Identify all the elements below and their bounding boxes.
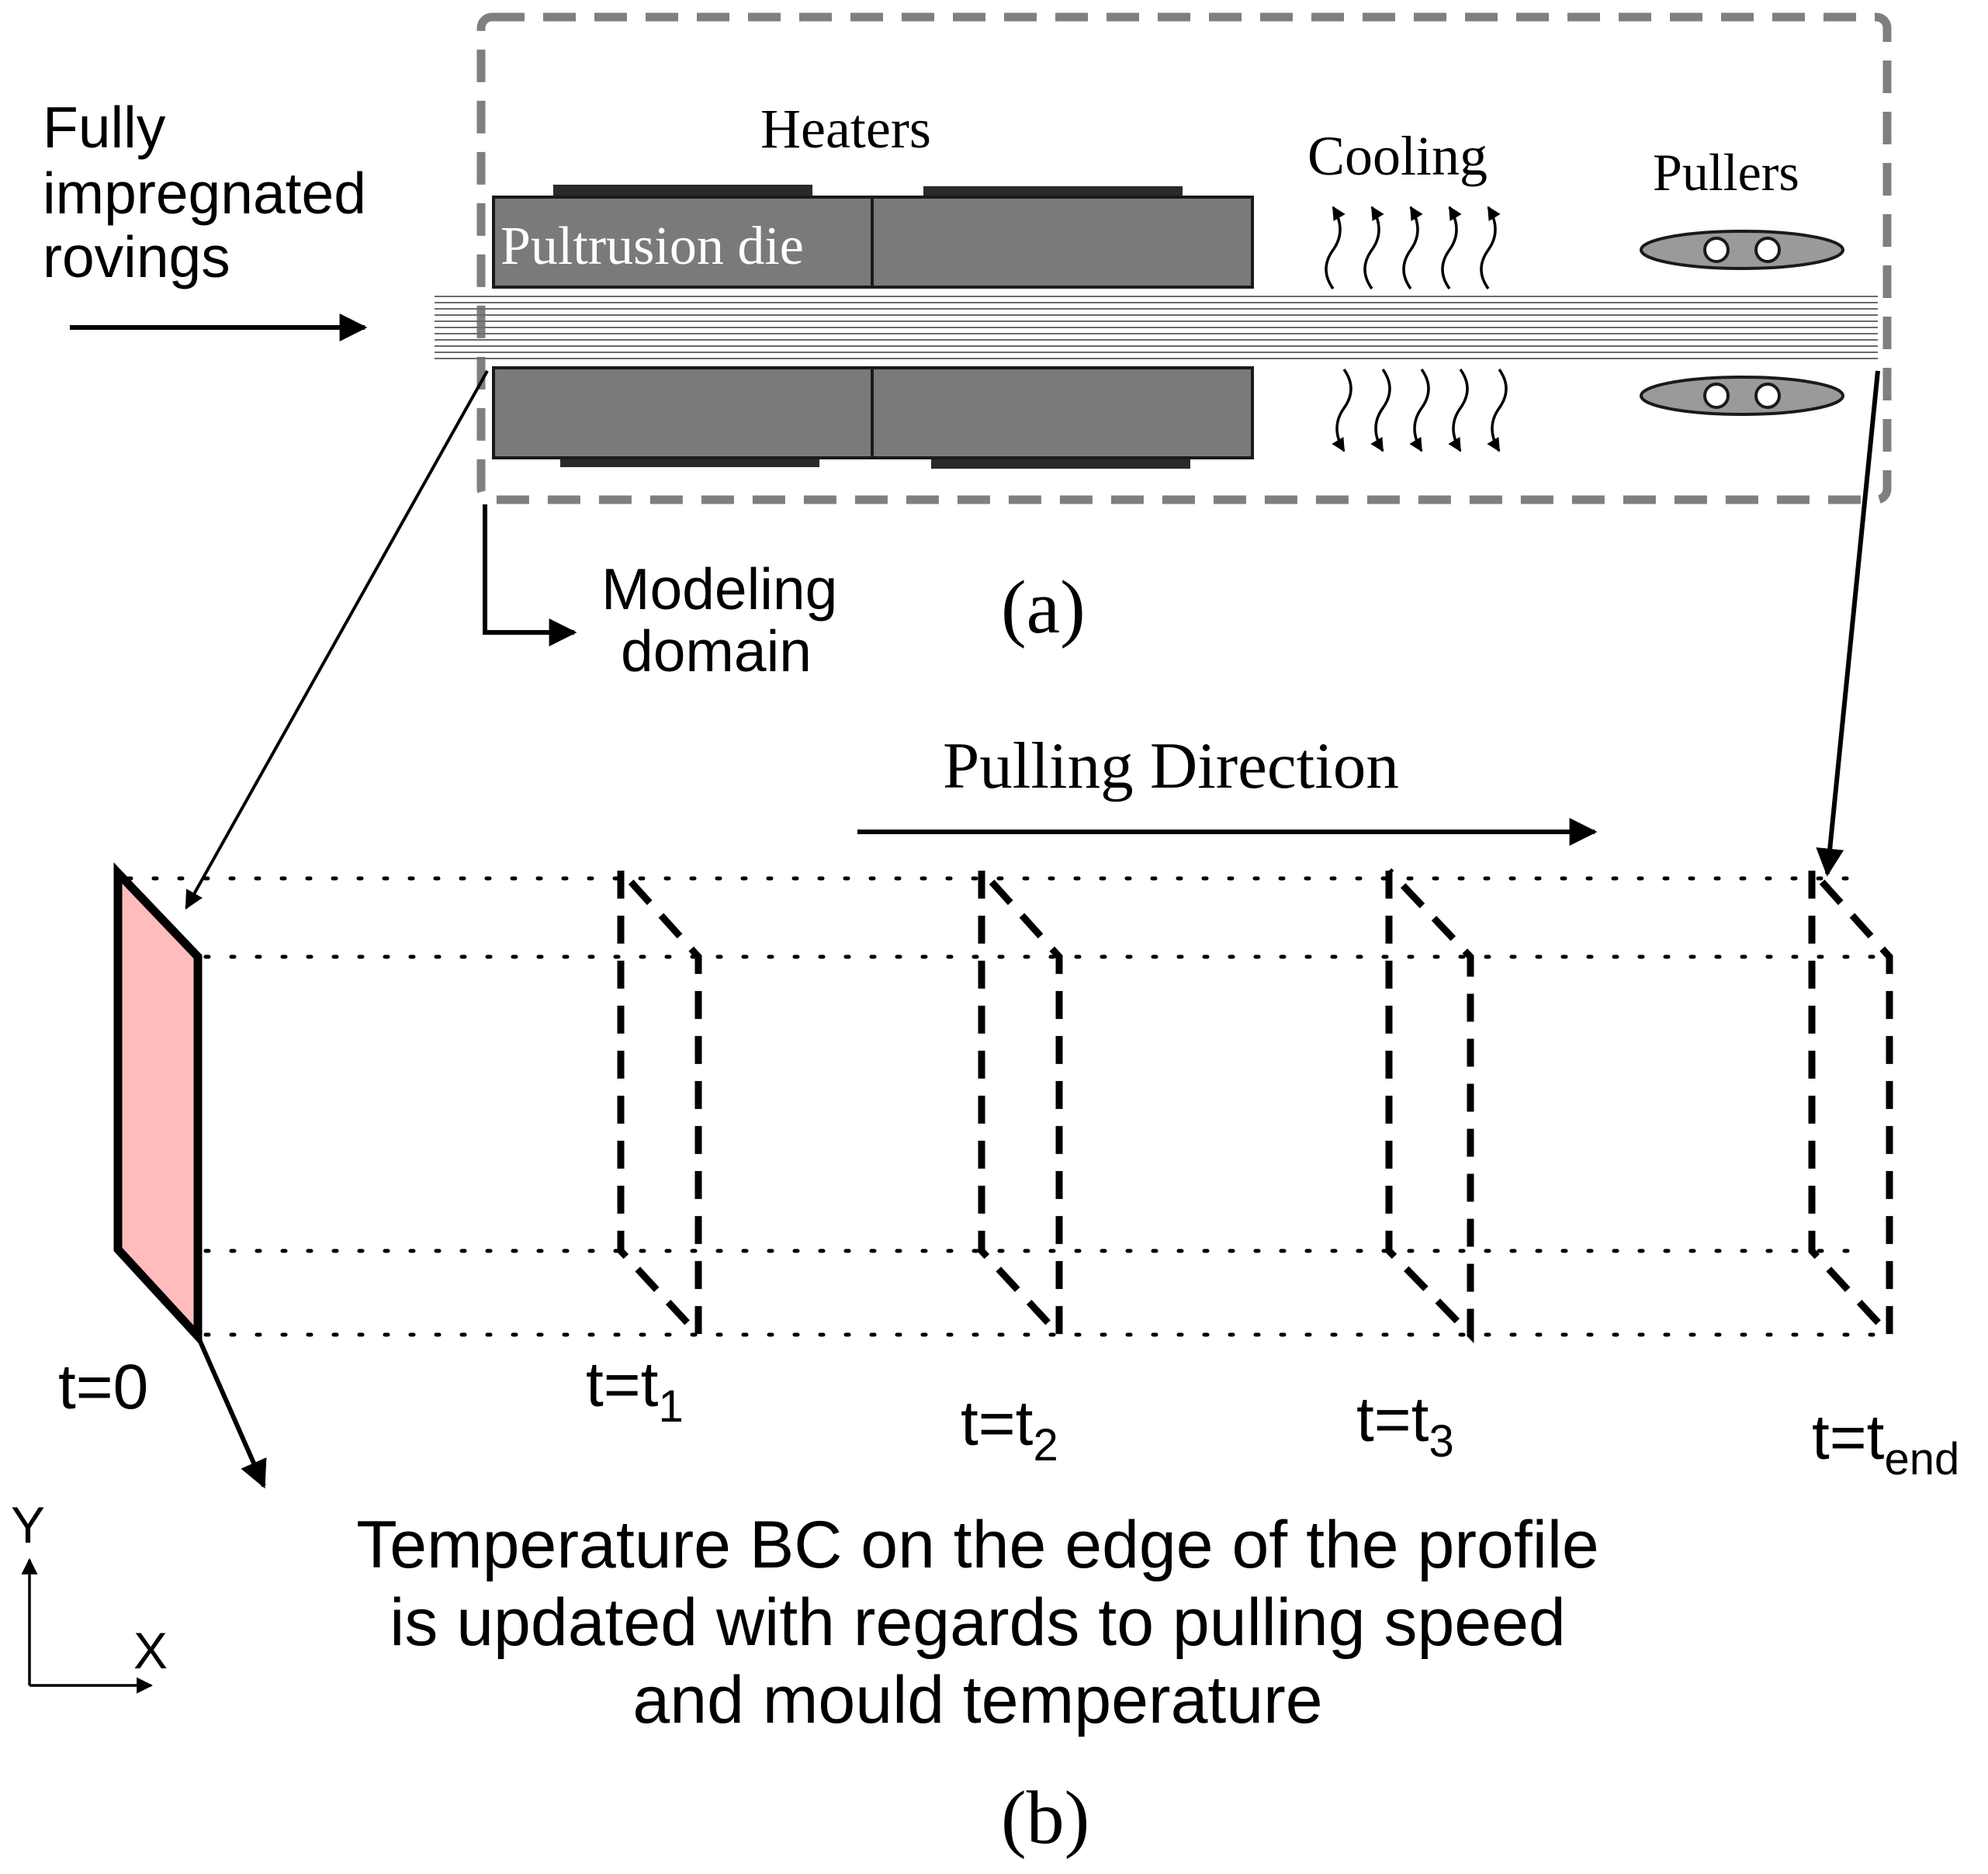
- die-bottom-left: [492, 366, 874, 459]
- profile-t2: [978, 868, 1063, 1344]
- zoom-line-left: [185, 370, 489, 910]
- label-domain: domain: [621, 618, 812, 684]
- axis-label-x: X: [133, 1622, 168, 1679]
- label-t2-sub: 2: [1033, 1420, 1058, 1470]
- profile-t3: [1385, 868, 1474, 1344]
- label-t1-base: t=t: [586, 1349, 659, 1420]
- die-top-right: [871, 196, 1254, 289]
- label-tend-sub: end: [1884, 1434, 1959, 1484]
- label-t1: t=t1: [586, 1349, 684, 1432]
- label-modeling: Modeling: [601, 556, 837, 622]
- label-part-a: (a): [1001, 566, 1086, 649]
- label-heaters: Heaters: [760, 98, 931, 160]
- profile-t0: [113, 862, 203, 1348]
- rovings-bundle: [435, 296, 1878, 359]
- heater-top-1: [553, 185, 812, 196]
- label-pulling-direction: Pulling Direction: [943, 729, 1399, 802]
- label-pultrusion-die: Pultrusion die: [500, 216, 804, 276]
- modeling-domain-arrow: [483, 504, 577, 646]
- dotted-guides: [126, 876, 1896, 1337]
- label-tend: t=tend: [1812, 1402, 1959, 1484]
- zoom-line-right: [1816, 370, 1880, 877]
- label-t3-base: t=t: [1356, 1384, 1429, 1455]
- axis-triad: [21, 1557, 154, 1694]
- bc-text-line3: and mould temperature: [632, 1663, 1322, 1737]
- die-bottom-right: [871, 366, 1254, 459]
- bc-text-line2: is updated with regards to pulling speed: [390, 1585, 1566, 1660]
- label-t2-base: t=t: [961, 1388, 1034, 1459]
- modeling-domain-border: [476, 12, 1892, 504]
- puller-bottom: [1640, 376, 1844, 416]
- heater-bottom-2: [931, 458, 1190, 469]
- cooling-arrows-top: [1325, 206, 1501, 290]
- label-t0: t=0: [58, 1352, 148, 1422]
- label-rovings: rovings: [43, 224, 230, 289]
- label-impregnated: impregnated: [43, 161, 366, 226]
- label-tend-base: t=t: [1812, 1402, 1885, 1473]
- puller-top: [1640, 230, 1844, 270]
- label-t3-sub: 3: [1429, 1416, 1453, 1467]
- die-top-left: [492, 196, 874, 289]
- bc-arrow: [196, 1335, 267, 1489]
- label-pullers: Pullers: [1653, 143, 1799, 202]
- label-t2: t=t2: [961, 1388, 1058, 1470]
- label-t3: t=t3: [1356, 1384, 1454, 1467]
- label-fully: Fully: [43, 95, 166, 160]
- bc-text-line1: Temperature BC on the edge of the profil…: [356, 1508, 1599, 1582]
- profile-t1: [617, 868, 702, 1344]
- cooling-arrows-bottom: [1332, 368, 1508, 452]
- label-cooling: Cooling: [1307, 125, 1488, 187]
- label-t1-sub: 1: [658, 1381, 683, 1432]
- label-part-b: (b): [1001, 1776, 1089, 1860]
- profile-tend: [1808, 868, 1893, 1344]
- heater-top-2: [923, 186, 1183, 197]
- axis-label-y: Y: [11, 1496, 45, 1554]
